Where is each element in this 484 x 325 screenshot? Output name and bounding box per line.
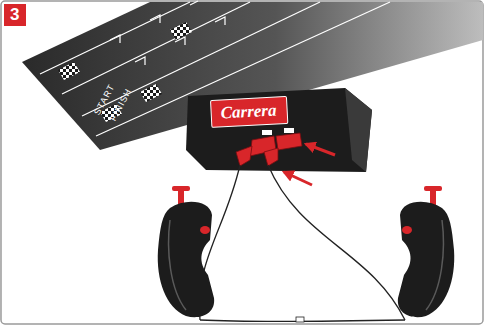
checkered-flags: [58, 22, 192, 122]
hand-controller: [398, 186, 454, 317]
plugs: [236, 133, 302, 166]
cables: [199, 165, 405, 322]
node-text: 3: [10, 5, 20, 25]
step-number: 3: [4, 4, 26, 26]
hand-controller: [158, 186, 214, 317]
lane-marks: [110, 1, 225, 65]
cable-tie: [296, 317, 304, 322]
brand-logo: Carrera: [210, 96, 288, 128]
insert-arrows: [284, 144, 335, 185]
connection-box: [186, 88, 372, 172]
node-text: Carrera: [220, 100, 278, 123]
box-side: [345, 88, 372, 172]
